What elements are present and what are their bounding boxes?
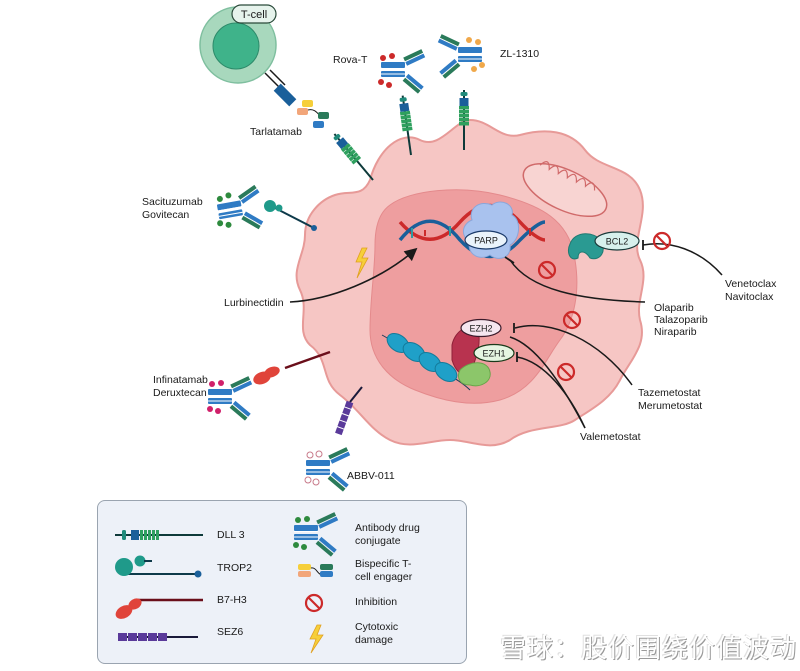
bcl2-protein: BCL2 <box>567 231 640 260</box>
abbv-011-label: ABBV-011 <box>347 470 395 482</box>
connector-lines <box>289 240 723 429</box>
antibody-drug-conjugate-icon <box>293 511 339 558</box>
sacituzumab-label-line1: Sacituzumab <box>142 196 203 208</box>
legend-icons <box>115 511 339 654</box>
legend-label-adc-line1: Antibody drug <box>355 522 420 534</box>
legend-label-sez6: SEZ6 <box>217 626 244 638</box>
legend-label-bite-line2: cell engager <box>355 571 413 583</box>
ezh2-label-pill <box>460 318 502 338</box>
b7h3-receptor-icon <box>115 598 203 619</box>
dll3-receptor-icon <box>115 530 203 540</box>
tarlatamab-label: Tarlatamab <box>250 126 302 138</box>
inhibition-icon <box>652 231 672 251</box>
ezh1-label: EZH1 <box>482 349 505 359</box>
legend-label-adc-line2: conjugate <box>355 535 401 547</box>
legend-label-trop2: TROP2 <box>217 562 253 574</box>
merumetostat-label: Merumetostat <box>638 400 702 412</box>
valemetostat-label: Valemetostat <box>580 431 641 443</box>
legend-label-inhibition: Inhibition <box>355 596 398 608</box>
cytotoxic-lightning-icon <box>355 247 369 279</box>
zl-1310-label: ZL-1310 <box>500 48 539 60</box>
zl-1310-adc <box>437 33 485 80</box>
talazoparib-label: Talazoparib <box>654 314 708 326</box>
trop2-receptor-icon <box>115 555 202 578</box>
lurbinectidin-arrow <box>289 247 418 303</box>
bcl2-label: BCL2 <box>606 237 629 247</box>
venetoclax-label: Venetoclax <box>725 278 777 290</box>
valemetostat-line-ezh1 <box>516 356 586 429</box>
ezh2-label: EZH2 <box>469 324 492 334</box>
lightning-icon <box>309 624 324 654</box>
niraparib-label: Niraparib <box>654 326 697 338</box>
t-cell: T-cell <box>199 4 277 84</box>
parp-protein: PARP <box>463 201 519 259</box>
infinatamab-label-line1: Infinatamab <box>153 374 208 386</box>
ezh2-inhibitor-line <box>514 324 633 386</box>
legend-label-cytotoxic-line1: Cytotoxic <box>355 621 399 633</box>
olaparib-label: Olaparib <box>654 302 694 314</box>
mitochondrion <box>522 161 608 218</box>
legend-label-b7h3: B7-H3 <box>217 594 247 606</box>
legend-label-cytotoxic-line2: damage <box>355 634 393 646</box>
dll3-receptor <box>329 129 378 185</box>
infinatamab-deruxtecan-adc <box>207 375 253 422</box>
parp-label: PARP <box>474 236 498 246</box>
legend-label-dll3: DLL 3 <box>217 529 245 541</box>
t-cell-label-pill <box>231 4 277 24</box>
lurbinectidin-label: Lurbinectidin <box>224 297 284 309</box>
sez6-receptor <box>335 386 363 436</box>
parp-inhibitor-line <box>509 259 646 303</box>
chromatin-nucleosomes <box>381 332 471 391</box>
sacituzumab-label-line2: Govitecan <box>142 209 189 221</box>
ezh1-label-pill <box>473 343 515 363</box>
ezh1-protein: EZH1 <box>457 343 515 387</box>
tazemetostat-label: Tazemetostat <box>638 387 701 399</box>
inhibition-icon <box>304 593 324 613</box>
sacituzumab-govitecan-adc <box>214 183 267 237</box>
infinatamab-label-line2: Deruxtecan <box>153 387 207 399</box>
bcl2-label-pill <box>594 231 640 251</box>
tarlatamab-bite <box>264 69 329 128</box>
navitoclax-label: Navitoclax <box>725 291 774 303</box>
trop2-receptor <box>264 200 317 231</box>
t-cell-label: T-cell <box>241 9 267 21</box>
legend-label-bite-line1: Bispecific T- <box>355 558 412 570</box>
parp-label-pill <box>464 230 508 250</box>
bcl2-inhibitor-line <box>642 243 723 276</box>
bispecific-engager-icon <box>298 564 333 577</box>
abbv-011-adc <box>304 446 351 493</box>
rova-t-adc <box>378 48 426 95</box>
legend: DLL 3 TROP2 B7-H3 SEZ6 Antibody drug con… <box>97 500 467 664</box>
b7h3-receptor <box>253 350 331 385</box>
rova-t-label: Rova-T <box>333 54 368 66</box>
watermark: 雪球：股价围绕价值波动 <box>500 634 798 664</box>
sez6-receptor-icon <box>118 633 198 641</box>
